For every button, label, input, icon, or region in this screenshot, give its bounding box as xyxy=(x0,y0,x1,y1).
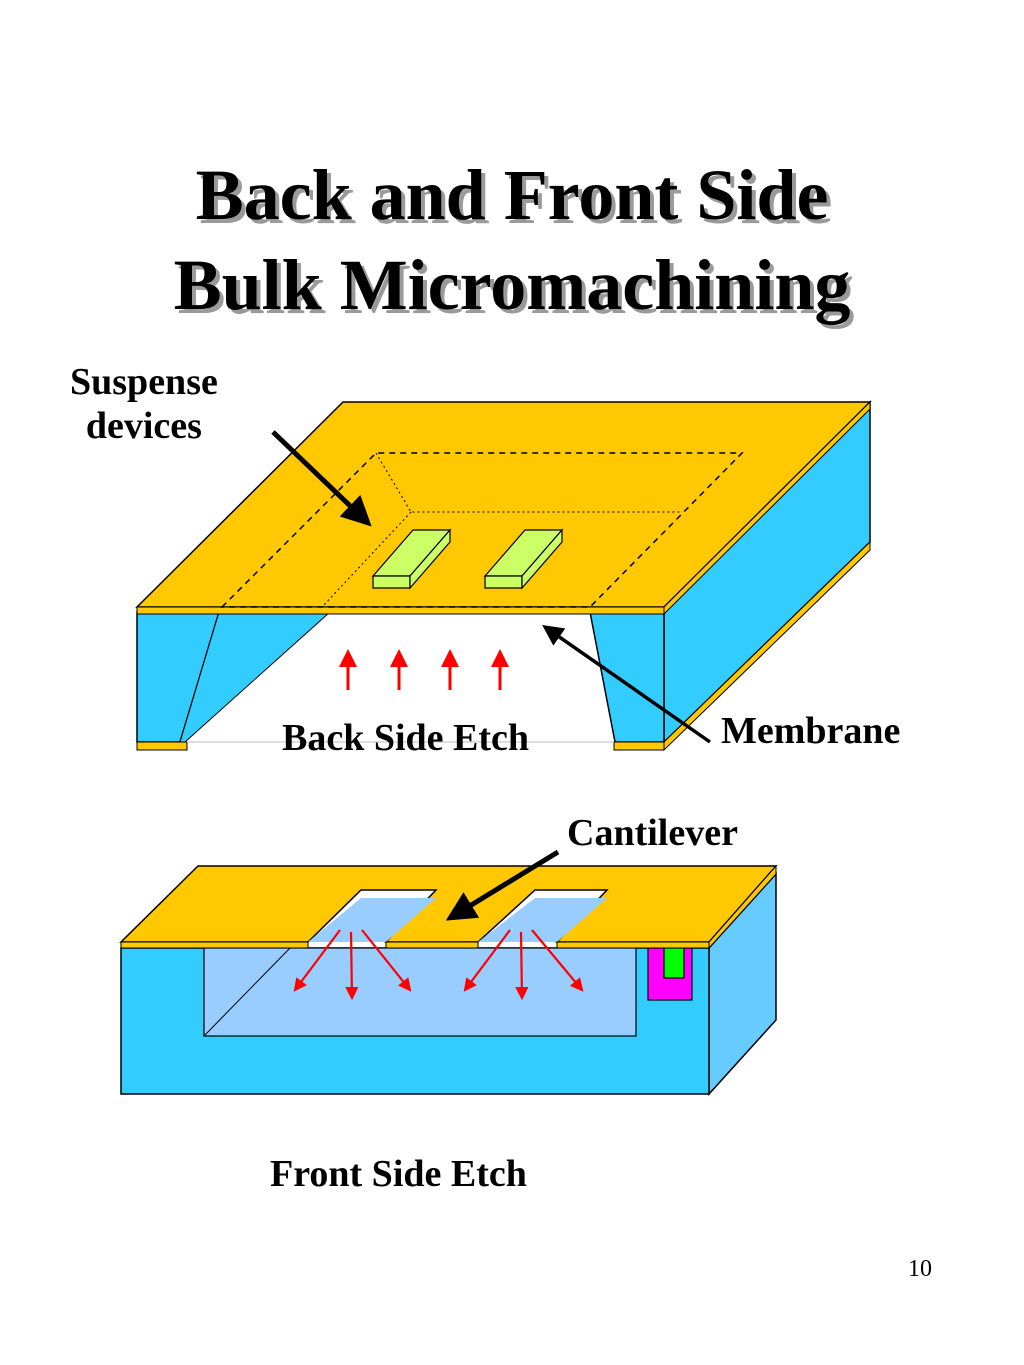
bottom-layer-right xyxy=(613,741,665,751)
label-suspense-devices: Suspense devices xyxy=(70,360,218,448)
label-front-side-etch: Front Side Etch xyxy=(270,1153,527,1195)
top-layer-with-cantilever xyxy=(119,865,778,943)
title-line-1: Back and Front Side xyxy=(195,155,829,235)
cavity-floor-edge xyxy=(203,947,291,1037)
membrane-outline xyxy=(220,452,744,608)
etch-arrow-8 xyxy=(463,929,511,992)
etch-arrow-9 xyxy=(515,931,529,1001)
top-layer-front-edge-3 xyxy=(556,941,710,949)
suspense-device-1 xyxy=(371,528,452,590)
etch-cavity xyxy=(203,947,637,1037)
suspense-device-2 xyxy=(483,528,564,590)
contact-region xyxy=(663,947,685,979)
top-layer-right-edge xyxy=(663,400,871,616)
top-layer-front-edge-2 xyxy=(120,941,309,949)
top-layer-right-edge-2 xyxy=(708,864,777,950)
top-layer-front-edge xyxy=(136,606,665,615)
slide-title: Back and Front Side Bulk Micromachining xyxy=(0,150,1024,330)
label-suspense-line: Suspense xyxy=(70,361,218,403)
etch-arrow-7 xyxy=(361,929,412,992)
cantilever-front-edge xyxy=(385,941,479,949)
etch-arrow-10 xyxy=(531,929,584,992)
label-back-side-etch: Back Side Etch xyxy=(282,717,530,759)
right-pillar xyxy=(589,611,665,743)
front-side-etch-diagram xyxy=(119,849,778,1096)
bottom-layer-left xyxy=(136,741,188,751)
membrane-callout-arrow xyxy=(542,624,712,744)
etch-arrow-5 xyxy=(293,929,341,992)
devices-callout-arrow xyxy=(271,430,372,527)
label-devices-line: devices xyxy=(85,405,202,447)
front-etch-arrows xyxy=(293,929,584,1001)
label-cantilever: Cantilever xyxy=(567,812,738,854)
membrane-inner-dotted-2 xyxy=(321,511,412,608)
back-etch-arrows xyxy=(339,649,509,690)
etch-arrow-6 xyxy=(345,931,359,1001)
page-number: 10 xyxy=(908,1256,932,1282)
label-membrane: Membrane xyxy=(721,710,901,752)
cantilever-callout-arrow xyxy=(445,849,560,921)
back-side-etch-diagram xyxy=(135,400,872,752)
title-line-2: Bulk Micromachining xyxy=(173,245,851,325)
